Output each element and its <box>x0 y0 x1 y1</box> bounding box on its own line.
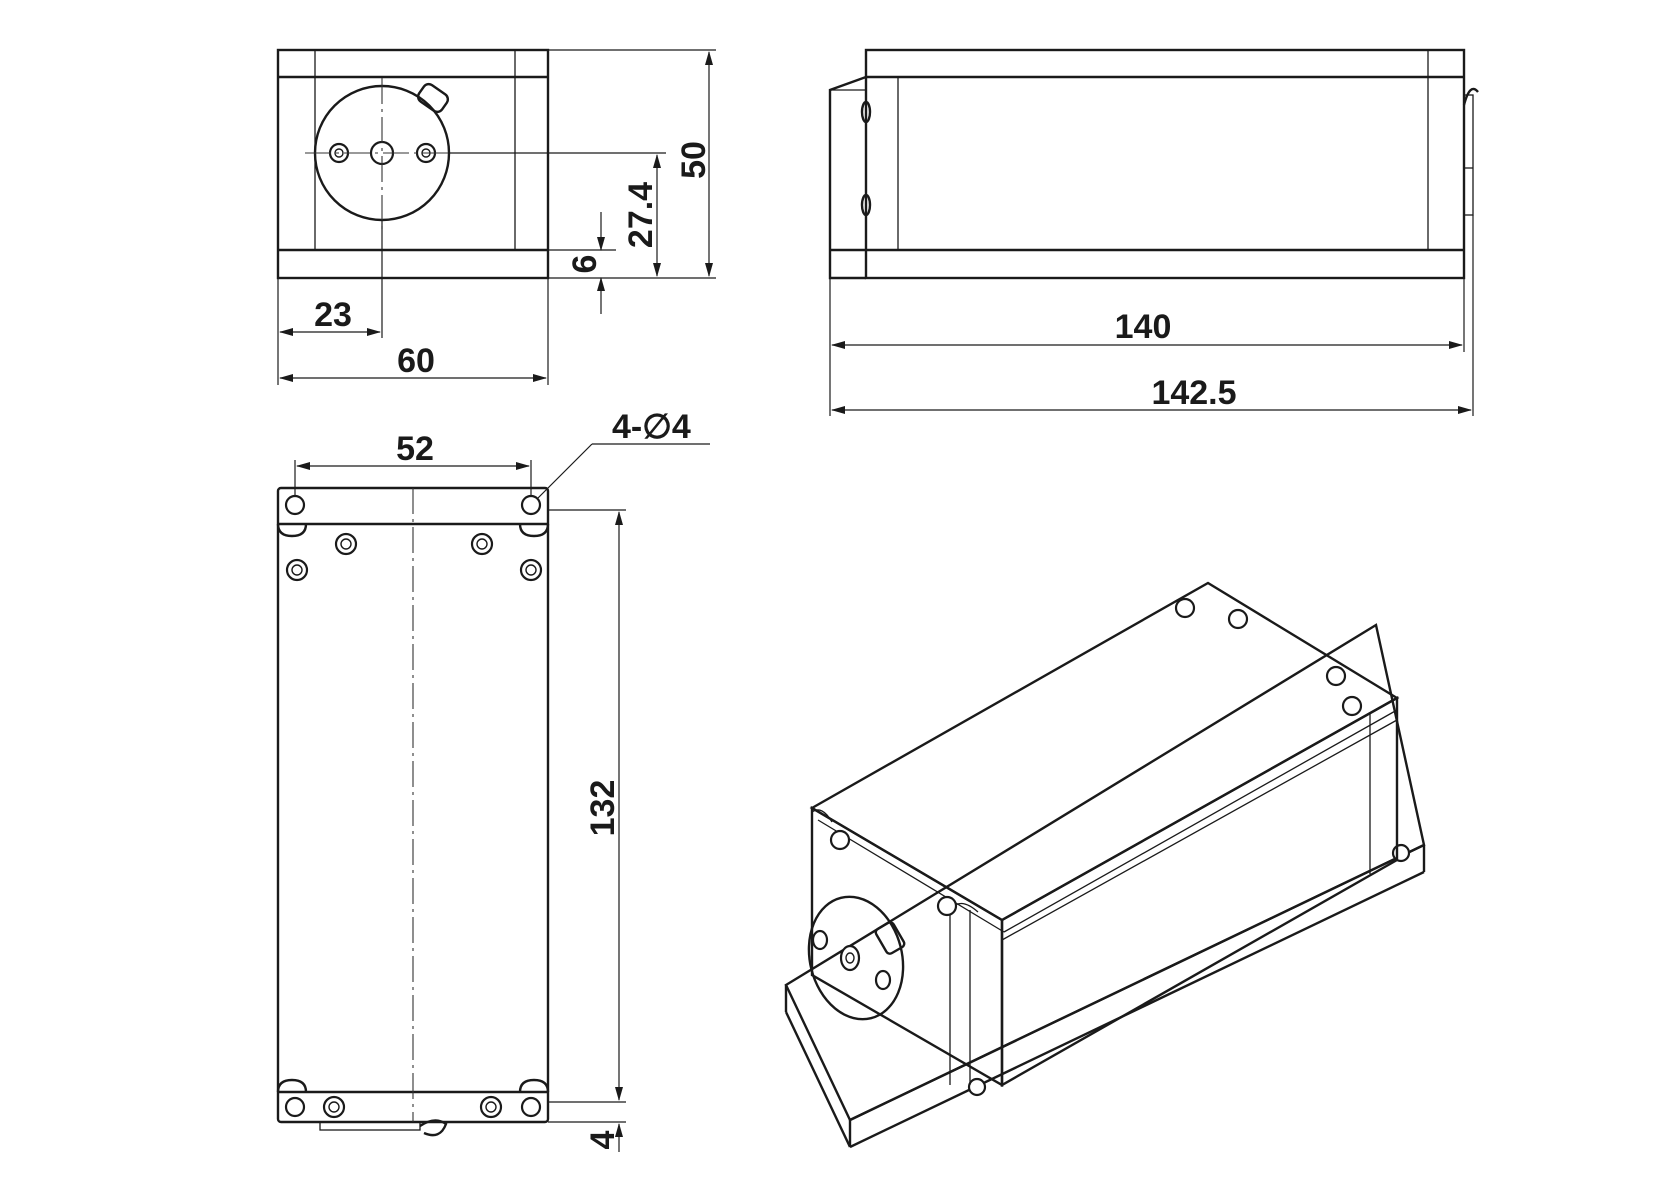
dim-height-label: 50 <box>675 141 713 179</box>
dim-overhang-label: 4 <box>584 1130 622 1149</box>
side-view <box>828 48 1479 280</box>
top-view <box>276 486 550 1137</box>
dim-length-label: 132 <box>584 780 622 837</box>
dim-holes-callout-label: 4-∅4 <box>612 408 691 446</box>
dim-beam-height-label: 27.4 <box>622 182 660 248</box>
dim-length-body-label: 140 <box>1115 308 1172 346</box>
isometric-view <box>784 581 1426 1149</box>
front-view-dimensions <box>277 49 716 385</box>
dim-base-label: 6 <box>566 255 604 274</box>
dim-beam-offset-label: 23 <box>314 296 352 334</box>
front-view <box>276 48 550 280</box>
dim-width-label: 60 <box>397 342 435 380</box>
dim-hole-spacing-label: 52 <box>396 430 434 468</box>
top-view-dimensions <box>294 443 710 1152</box>
dim-length-total-label: 142.5 <box>1151 374 1236 412</box>
side-view-dimensions <box>829 215 1474 416</box>
